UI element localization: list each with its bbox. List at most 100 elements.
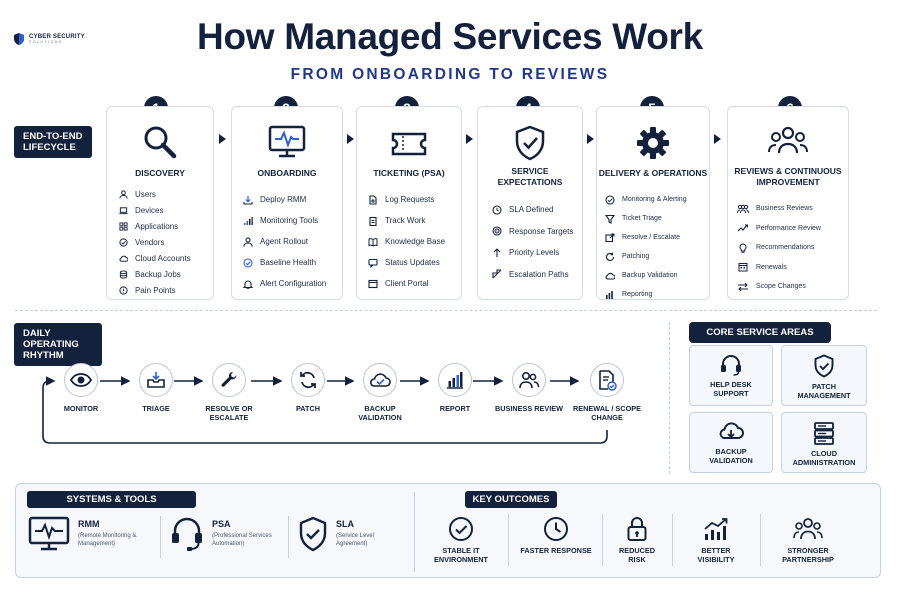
stage-card: DELIVERY & OPERATIONS Monitoring & Alert… <box>596 106 710 300</box>
monitor-pulse-icon <box>268 125 306 158</box>
core-area-card: CLOUD ADMINISTRATION <box>781 412 867 473</box>
outcome-label: BETTER VISIBILITY <box>697 546 735 564</box>
tool-separator <box>288 516 289 558</box>
list-item: Ticket Triage <box>605 209 687 228</box>
core-area-card: PATCH MANAGEMENT <box>781 345 867 406</box>
panel-divider <box>414 492 415 572</box>
check-circle-icon <box>243 257 253 268</box>
stage-card: DISCOVERY Users Devices Applications Ven… <box>106 106 214 300</box>
outcome-item: BETTER VISIBILITY <box>676 516 756 564</box>
list-item: Status Updates <box>368 252 445 273</box>
list-item: Baseline Health <box>243 252 326 273</box>
flow-arrow <box>466 134 473 144</box>
stage-title: REVIEWS & CONTINUOUS IMPROVEMENT <box>734 166 842 187</box>
list-item: Vendors <box>119 234 191 250</box>
chat-icon <box>368 258 378 268</box>
list-item: Escalation Paths <box>492 264 573 286</box>
tool-description: (Service Level Agreement) <box>336 533 375 547</box>
user-icon <box>119 189 128 199</box>
logo-main-text: CYBER SECURITY <box>29 33 85 40</box>
list-item: Cloud Accounts <box>119 250 191 266</box>
list-item: Knowledge Base <box>368 231 445 252</box>
lightbulb-icon <box>739 243 747 253</box>
tool-description: (Professional Services Automation) <box>212 533 272 547</box>
tool-psa: PSA (Professional Services Automation) <box>170 516 282 552</box>
core-area-label: HELP DESK SUPPORT <box>710 380 752 398</box>
shield-logo-icon <box>14 33 24 45</box>
outcome-item: REDUCED RISK <box>597 516 677 564</box>
people-group-icon <box>768 126 808 154</box>
flow-arrow <box>347 134 354 144</box>
list-item: Alert Configuration <box>243 273 326 294</box>
list-item: Patching <box>605 247 687 266</box>
trend-chart-icon <box>704 518 728 540</box>
list-item: Business Reviews <box>737 199 821 219</box>
list-item: Log Requests <box>368 189 445 210</box>
server-icon <box>814 422 834 445</box>
escalation-icon <box>492 269 502 279</box>
list-item: Agent Rollout <box>243 231 326 252</box>
people-group-icon <box>793 518 823 540</box>
list-item: Response Targets <box>492 221 573 243</box>
check-circle-icon <box>119 237 128 247</box>
stage-title: DELIVERY & OPERATIONS <box>598 168 708 178</box>
headset-icon <box>721 355 741 376</box>
monitor-pulse-icon <box>28 516 70 551</box>
ticket-icon <box>391 132 427 156</box>
cloud-icon <box>119 255 128 262</box>
list-item: Devices <box>119 202 191 218</box>
database-icon <box>119 269 128 279</box>
book-icon <box>368 237 378 247</box>
list-item: Reporting <box>605 285 687 304</box>
list-item: Renewals <box>737 258 821 278</box>
stage-title: ONBOARDING <box>257 168 317 178</box>
stage-card: ONBOARDING Deploy RMM Monitoring Tools A… <box>231 106 343 300</box>
tool-name: RMM <box>78 519 100 529</box>
refresh-icon <box>606 252 615 261</box>
list-item: SLA Defined <box>492 199 573 221</box>
list-item: Pain Points <box>119 282 191 298</box>
headset-icon <box>172 517 202 551</box>
flow-arrow <box>714 134 721 144</box>
download-icon <box>243 195 253 205</box>
core-area-label: CLOUD ADMINISTRATION <box>792 449 856 467</box>
outcome-item: STABLE IT ENVIRONMENT <box>421 516 501 564</box>
stage-card: TICKETING (PSA) Log Requests Track Work … <box>356 106 462 300</box>
outcome-separator <box>672 514 673 566</box>
clock-icon <box>544 517 568 541</box>
outcome-label: FASTER RESPONSE <box>520 546 592 555</box>
outcome-label: STRONGER PARTNERSHIP <box>782 546 834 564</box>
list-item: Users <box>119 186 191 202</box>
tool-name: PSA <box>212 519 231 529</box>
outcome-label: STABLE IT ENVIRONMENT <box>434 546 488 564</box>
filter-icon <box>605 214 615 224</box>
core-area-label: PATCH MANAGEMENT <box>797 382 851 400</box>
list-item: Applications <box>119 218 191 234</box>
outcome-label: REDUCED RISK <box>618 546 656 564</box>
list-item: Resolve / Escalate <box>605 228 687 247</box>
list-item: Client Portal <box>368 273 445 294</box>
monitor-alert-icon <box>605 194 615 205</box>
laptop-icon <box>119 206 128 214</box>
stage-title: SERVICE EXPECTATIONS <box>497 166 563 187</box>
target-icon <box>492 226 502 236</box>
outcome-item: STRONGER PARTNERSHIP <box>768 516 848 564</box>
outcome-separator <box>760 514 761 566</box>
rhythm-label: DAILY OPERATING RHYTHM <box>14 323 102 366</box>
tool-description: (Remote Monitoring & Management) <box>78 533 137 547</box>
stage-title: TICKETING (PSA) <box>373 168 445 178</box>
bell-icon <box>243 280 253 289</box>
outcome-separator <box>508 514 509 566</box>
tool-rmm: RMM (Remote Monitoring & Management) <box>28 516 143 552</box>
clipboard-icon <box>369 216 377 226</box>
priority-icon <box>493 247 501 257</box>
list-item: Monitoring Tools <box>243 210 326 231</box>
core-area-card: BACKUP VALIDATION <box>689 412 773 473</box>
list-item: Backup Validation <box>605 266 687 285</box>
external-link-icon <box>605 233 615 242</box>
gear-icon <box>637 127 669 159</box>
cloud-download-icon <box>719 422 744 439</box>
company-logo: CYBER SECURITY SOLUTIONS <box>12 32 85 46</box>
logo-sub-text: SOLUTIONS <box>29 39 63 44</box>
